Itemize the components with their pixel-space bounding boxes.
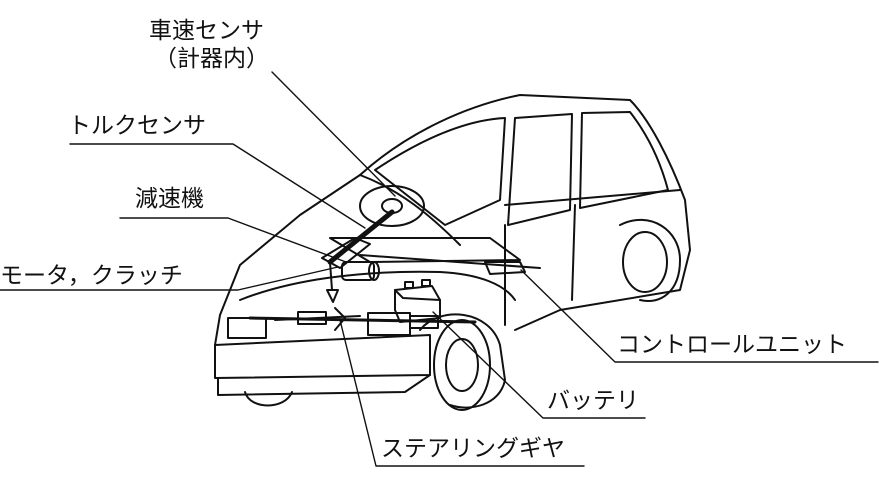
label-battery: バッテリ: [547, 388, 639, 414]
label-steering-gear: ステアリングギヤ: [381, 436, 565, 462]
steering-wheel: [359, 185, 425, 227]
car-body: [214, 94, 691, 411]
leader-lines: [0, 71, 879, 467]
label-control-unit: コントロールユニット: [617, 332, 847, 358]
label-reducer: 減速機: [135, 186, 204, 212]
control-unit-panel: [329, 237, 541, 275]
label-motor-clutch: モータ，クラッチ: [0, 263, 183, 289]
label-vehicle-speed-sensor-note: （計器内）: [154, 46, 269, 72]
label-torque-sensor: トルクセンサ: [68, 113, 206, 139]
motor: [341, 261, 375, 281]
label-vehicle-speed-sensor: 車速センサ: [149, 18, 264, 44]
